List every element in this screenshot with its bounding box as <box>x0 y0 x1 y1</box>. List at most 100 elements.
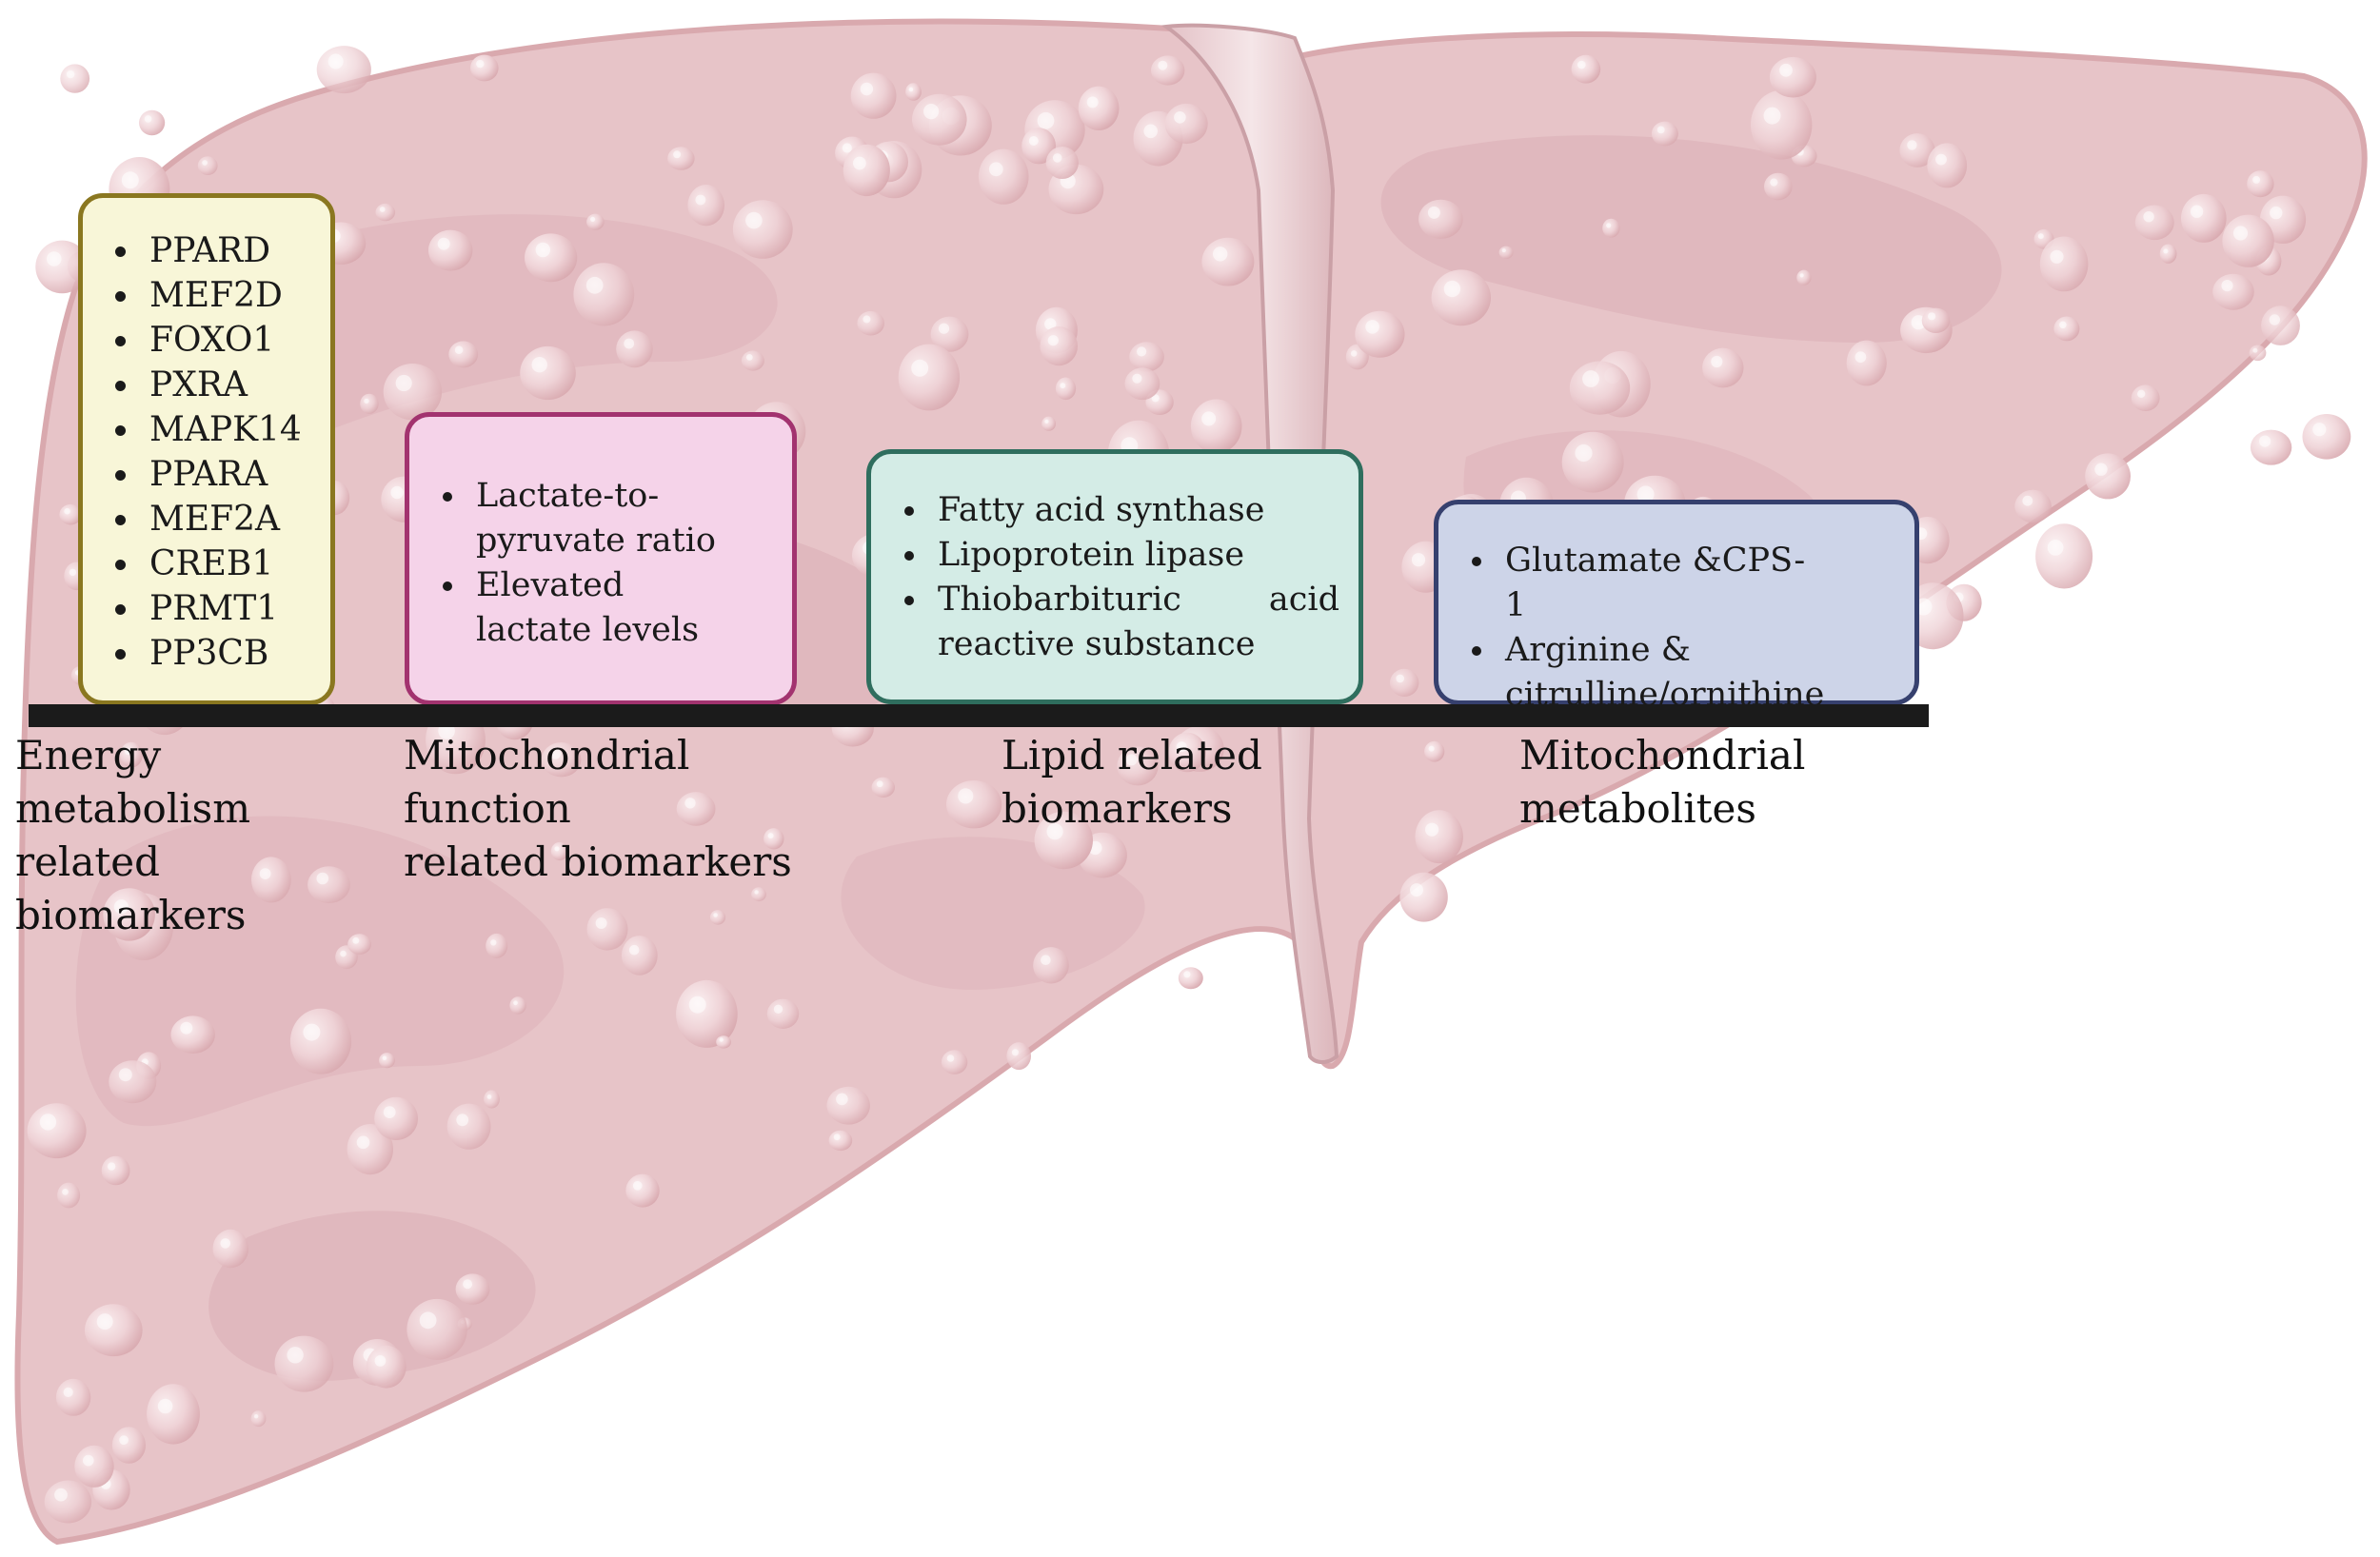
list-item: MEF2D <box>142 273 330 318</box>
fat-droplet <box>1055 377 1077 401</box>
fat-droplet-highlight <box>1137 346 1147 357</box>
fat-droplet <box>573 263 635 326</box>
fat-droplet <box>60 64 90 93</box>
fat-droplet <box>871 777 895 798</box>
fat-droplet-highlight <box>2190 205 2204 218</box>
fat-droplet-highlight <box>1907 140 1917 150</box>
fat-droplet-highlight <box>1052 153 1062 163</box>
mitochondrial-function-list: Lactate-to-pyruvate ratio Elevated lacta… <box>409 474 792 653</box>
fat-droplet-highlight <box>121 171 139 189</box>
fat-droplet <box>1040 326 1078 366</box>
fat-droplet-highlight <box>554 846 560 852</box>
fat-droplet-highlight <box>1365 320 1379 334</box>
fat-droplet-highlight <box>946 1054 955 1062</box>
fat-droplet-highlight <box>1770 178 1778 187</box>
fat-droplet-highlight <box>1028 136 1039 146</box>
fat-droplet <box>1424 740 1445 762</box>
fat-droplet-highlight <box>1037 111 1055 129</box>
fat-droplet-highlight <box>476 59 485 69</box>
fat-droplet-highlight <box>456 1114 469 1127</box>
fat-droplet-highlight <box>1779 63 1793 77</box>
fat-droplet-highlight <box>958 788 974 804</box>
fat-droplet <box>850 72 897 119</box>
fat-droplet-highlight <box>684 798 696 809</box>
fat-droplet <box>85 1304 143 1357</box>
fat-droplet-highlight <box>2269 314 2280 325</box>
fat-droplet-highlight <box>876 780 883 788</box>
fat-droplet-highlight <box>107 1162 116 1171</box>
fat-droplet-highlight <box>595 917 607 929</box>
fat-droplet <box>486 933 508 958</box>
fat-droplet-highlight <box>1575 443 1593 463</box>
fat-droplet-highlight <box>1606 223 1612 228</box>
fat-droplet-highlight <box>1636 485 1655 503</box>
timeline-bar <box>29 704 1929 727</box>
fat-droplet <box>1415 810 1463 864</box>
fat-droplet-highlight <box>923 104 940 120</box>
mitochondrial-function-category-label: Mitochondrial function related biomarker… <box>404 732 792 885</box>
fat-droplet <box>520 345 576 401</box>
fat-droplet <box>905 83 922 101</box>
fat-droplet <box>898 344 961 411</box>
fat-droplet <box>1033 947 1069 984</box>
fat-droplet-highlight <box>549 748 562 759</box>
fat-droplet-highlight <box>1201 411 1217 426</box>
fat-droplet-highlight <box>688 995 706 1014</box>
fat-droplet <box>379 1053 395 1069</box>
fat-droplet-highlight <box>327 53 344 69</box>
fat-droplet <box>1129 342 1164 372</box>
fat-droplet-highlight <box>1350 350 1358 357</box>
fat-droplet-highlight <box>1125 754 1138 766</box>
fat-droplet <box>550 841 568 861</box>
fat-droplet <box>2039 236 2089 292</box>
fat-droplet <box>484 1090 500 1109</box>
fat-droplet <box>676 979 738 1048</box>
fat-droplet <box>1569 361 1631 415</box>
list-item: PRMT1 <box>142 586 330 631</box>
fat-droplet-highlight <box>395 374 412 392</box>
fat-droplet <box>1702 347 1744 388</box>
fat-droplet-highlight <box>695 194 706 206</box>
fat-droplet-highlight <box>1396 674 1404 683</box>
fat-droplet <box>35 240 89 294</box>
fat-droplet-highlight <box>842 143 852 153</box>
fat-droplet-highlight <box>69 568 77 577</box>
fat-droplet <box>407 1298 467 1360</box>
fat-droplet <box>428 229 473 271</box>
fat-droplet-highlight <box>220 1238 230 1249</box>
mitochondrial-metabolites-category-label: Mitochondrial metabolites <box>1519 732 1806 832</box>
fat-droplet <box>1571 54 1601 84</box>
fat-droplet <box>1151 55 1185 86</box>
fat-droplet-highlight <box>908 87 914 92</box>
fat-droplet-highlight <box>1132 373 1142 384</box>
fat-droplet <box>1399 872 1448 922</box>
fat-droplet <box>1796 269 1812 286</box>
fat-droplet <box>843 144 890 197</box>
fat-droplet-highlight <box>1060 383 1066 389</box>
fat-droplet <box>1561 431 1624 493</box>
fat-droplet <box>109 1060 157 1104</box>
fat-droplet-highlight <box>47 251 62 266</box>
fat-droplet <box>751 887 766 902</box>
fat-droplet <box>2134 205 2174 241</box>
fat-droplet <box>1390 668 1419 698</box>
fat-droplet <box>170 1015 215 1054</box>
fat-droplet-highlight <box>2050 249 2064 264</box>
fat-droplet <box>616 330 653 368</box>
fat-droplet-highlight <box>2252 175 2261 184</box>
list-item: Lactate-to-pyruvate ratio <box>468 474 735 563</box>
fat-droplet <box>1602 218 1620 238</box>
fat-droplet <box>1201 237 1255 286</box>
fat-droplet <box>1927 143 1968 188</box>
fat-droplet-highlight <box>1151 394 1160 403</box>
fat-droplet-highlight <box>713 913 718 917</box>
fat-droplet-highlight <box>2094 463 2108 476</box>
fat-droplet-highlight <box>1799 273 1804 278</box>
fat-droplet <box>27 1103 87 1159</box>
fat-droplet <box>978 148 1029 205</box>
fat-droplet-highlight <box>1711 355 1723 368</box>
fat-droplet-highlight <box>513 1000 518 1006</box>
fat-droplet-highlight <box>2137 389 2146 398</box>
list-item: MAPK14 <box>142 407 330 452</box>
